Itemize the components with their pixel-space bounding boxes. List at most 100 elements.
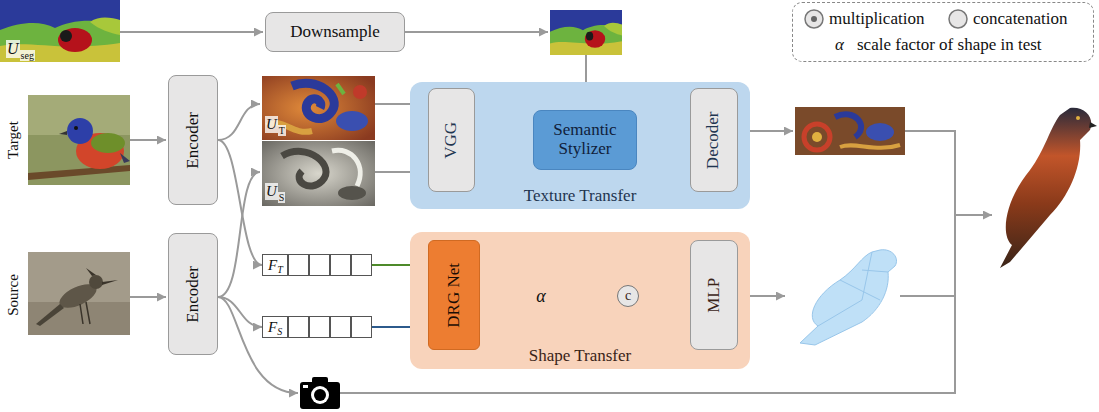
target-photo [28, 95, 130, 185]
target-photo [120, 153, 130, 163]
subscript: S [278, 192, 286, 203]
node-label: S [277, 326, 282, 337]
mesh-bird [818, 252, 888, 326]
feature-vector: FT [262, 254, 372, 276]
source-photo [89, 275, 103, 289]
camera-icon [300, 382, 340, 409]
wires [120, 31, 263, 33]
texture-image-target [353, 85, 367, 99]
mlp-box: MLP [690, 240, 738, 350]
variable-name: U [6, 40, 20, 58]
input-label: Source [5, 274, 22, 316]
module-panel: Texture Transfer VGG Semantic Stylizer Deco… [410, 82, 750, 209]
target-photo [74, 126, 78, 130]
source-photo [28, 252, 130, 335]
symbol-dot [811, 16, 817, 22]
stylized-output-image [795, 107, 905, 155]
node-label: Downsample [290, 23, 380, 42]
texture-image-target [262, 76, 375, 140]
connector-arrow [218, 297, 262, 327]
stylizer-box: Semantic Stylizer [533, 110, 637, 170]
source-photo [80, 302, 90, 324]
target-photo [59, 131, 67, 135]
wires [218, 172, 260, 297]
legend-text: scale factor of shape in test [857, 35, 1042, 55]
decoder-box: Decoder [690, 88, 738, 192]
camera-icon [303, 385, 308, 388]
texture-image-target [262, 76, 375, 140]
process-box: Downsample [265, 12, 405, 52]
wires [218, 104, 260, 140]
wires [218, 297, 298, 393]
wires [130, 139, 166, 141]
downsampled-segmentation [550, 10, 622, 55]
symbol-circle [805, 10, 823, 28]
node-label: VGG [442, 122, 461, 159]
segmentation-map [0, 0, 120, 62]
wires [955, 214, 992, 216]
legend-text: concatenation [973, 9, 1067, 29]
stylized-output-image [866, 123, 894, 141]
legend-text: multiplication [829, 9, 924, 29]
legend-symbol: α [835, 36, 844, 55]
network-box: VGG [428, 88, 475, 192]
camera-icon [300, 377, 340, 409]
texture-image-source [262, 141, 375, 206]
final-bird [1076, 116, 1080, 120]
camera-icon [314, 389, 326, 401]
node-label: F [268, 257, 277, 274]
final-bird [1089, 122, 1097, 128]
subscript: T [278, 125, 286, 136]
input-label: Target [5, 121, 22, 159]
feature-cells [287, 317, 371, 337]
texture-image-target [337, 84, 344, 94]
encoder-box: Encoder [168, 233, 218, 355]
mesh-bird [800, 250, 897, 345]
subscript: seg [20, 50, 35, 61]
encoder-box: Encoder [168, 75, 218, 205]
feature-cells [287, 255, 371, 275]
segmentation-map [0, 0, 120, 62]
concat-circle: c [617, 285, 639, 307]
node-label: Semantic Stylizer [538, 121, 632, 158]
wires [900, 295, 955, 297]
wires [120, 32, 992, 393]
stylized-output-image [795, 107, 905, 155]
legend-entry: concatenation [947, 8, 1067, 30]
stylized-output-image [812, 132, 822, 142]
symbol-circle [949, 10, 967, 28]
stylized-output-image [804, 124, 830, 150]
node-label: F [268, 319, 277, 336]
panel-title: Texture Transfer [524, 187, 637, 206]
wires [405, 31, 548, 33]
node-label: Decoder [705, 111, 724, 169]
texture-image-target [336, 111, 368, 131]
node-label: MLP [705, 278, 724, 313]
texture-image-source [332, 150, 360, 186]
node-label: c [625, 288, 631, 303]
target-photo [91, 133, 125, 153]
texture-image-target [292, 83, 334, 118]
variable-name: U [265, 116, 278, 133]
source-photo [28, 302, 130, 335]
downsampled-segmentation [550, 10, 622, 55]
connector-arrow [218, 140, 262, 265]
final-bird [1000, 108, 1091, 268]
variable-name: U [265, 183, 278, 200]
network-box: DRG Net [428, 240, 480, 350]
target-photo [67, 118, 93, 144]
target-photo [28, 95, 130, 185]
source-photo [28, 252, 130, 335]
scale-symbol: α [536, 287, 545, 307]
final-bird [1000, 108, 1097, 268]
source-photo [102, 280, 118, 285]
target-photo [28, 165, 130, 180]
panel-title: Shape Transfer [529, 347, 631, 366]
texture-image-source [282, 151, 326, 186]
stylized-output-image [840, 145, 900, 148]
multiplication-symbol [803, 8, 825, 30]
node-label: T [277, 264, 283, 275]
wires [130, 296, 166, 298]
node-label: DRG Net [445, 263, 464, 328]
source-photo [36, 304, 64, 326]
